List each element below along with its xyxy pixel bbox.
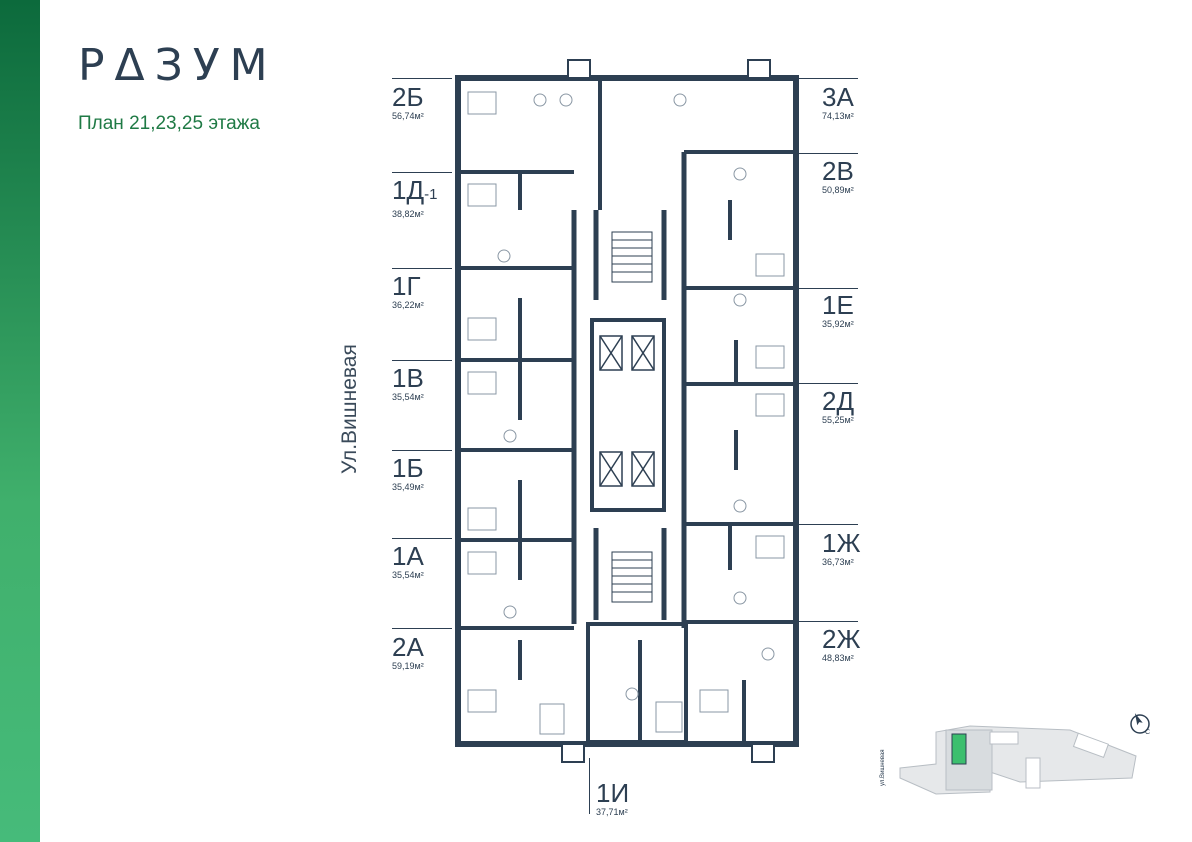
apartment-1g[interactable]: 1Г 36,22м²: [392, 273, 424, 311]
label-divider: [392, 628, 452, 629]
apartment-1d-1[interactable]: 1Д-1 38,82м²: [392, 177, 437, 220]
balcony-bottom-right: [751, 743, 775, 763]
label-divider: [392, 78, 452, 79]
apartment-area: 59,19м²: [392, 661, 424, 671]
apartment-area: 38,82м²: [392, 209, 424, 219]
label-divider: [392, 450, 452, 451]
label-divider: [392, 538, 452, 539]
label-divider: [392, 172, 452, 173]
apartment-code: 1А: [392, 541, 424, 571]
balcony-bottom-left: [561, 743, 585, 763]
apartment-area: 35,92м²: [822, 319, 854, 329]
apartment-code: 1В: [392, 363, 424, 393]
compass-icon: С: [1130, 713, 1150, 736]
apartment-code: 1Ж: [822, 528, 861, 558]
apartment-1v[interactable]: 1В 35,54м²: [392, 365, 424, 403]
elevator-4: [631, 451, 655, 487]
site-minimap: ул.Вишневая: [880, 725, 1137, 795]
label-divider: [392, 268, 452, 269]
apartment-area: 35,49м²: [392, 482, 424, 492]
apartment-code: 1Г: [392, 271, 421, 301]
apartment-1i[interactable]: 1И 37,71м²: [596, 780, 629, 818]
current-building-highlight: [951, 733, 967, 765]
elevator-2: [631, 335, 655, 371]
balcony-top-left: [567, 59, 591, 79]
apartment-1e[interactable]: 1Е 35,92м²: [822, 292, 854, 330]
apartment-area: 48,83м²: [822, 653, 854, 663]
apartment-area: 74,13м²: [822, 111, 854, 121]
staircase-top: [611, 231, 653, 283]
elevator-3: [599, 451, 623, 487]
brand-logo: РΔЗУМ: [78, 40, 278, 91]
label-divider: [798, 621, 858, 622]
apartment-area: 56,74м²: [392, 111, 424, 121]
apartment-3a[interactable]: 3А 74,13м²: [822, 84, 854, 122]
apartment-code: 2Б: [392, 82, 424, 112]
apartment-area: 36,22м²: [392, 300, 424, 310]
apartment-code: 2А: [392, 632, 424, 662]
apartment-1a[interactable]: 1А 35,54м²: [392, 543, 424, 581]
brand-sidebar-stripe: [0, 0, 40, 842]
label-divider: [798, 288, 858, 289]
apartment-area: 35,54м²: [392, 392, 424, 402]
apartment-1zh[interactable]: 1Ж 36,73м²: [822, 530, 860, 568]
label-divider: [798, 524, 858, 525]
apartment-area: 37,71м²: [596, 807, 628, 817]
apartment-area: 55,25м²: [822, 415, 854, 425]
apartment-2zh[interactable]: 2Ж 48,83м²: [822, 626, 860, 664]
label-divider: [589, 758, 590, 814]
apartment-code-suffix: -1: [424, 186, 438, 203]
apartment-code: 1И: [596, 778, 630, 808]
apartment-code: 2В: [822, 156, 854, 186]
apartment-code: 1Б: [392, 453, 424, 483]
elevator-1: [599, 335, 623, 371]
apartment-code: 3А: [822, 82, 854, 112]
apartment-2v[interactable]: 2В 50,89м²: [822, 158, 854, 196]
staircase-bottom: [611, 551, 653, 603]
apartment-code: 2Д: [822, 386, 855, 416]
label-divider: [392, 360, 452, 361]
apartment-2d[interactable]: 2Д 55,25м²: [822, 388, 854, 426]
apartment-2b[interactable]: 2Б 56,74м²: [392, 84, 424, 122]
apartment-2a[interactable]: 2А 59,19м²: [392, 634, 424, 672]
balcony-top-right: [747, 59, 771, 79]
page-title: План 21,23,25 этажа: [78, 113, 260, 134]
minimap-street-label: ул.Вишневая: [880, 749, 886, 786]
apartment-code: 1Е: [822, 290, 854, 320]
apartment-area: 36,73м²: [822, 557, 854, 567]
building-outline: [455, 75, 799, 747]
label-divider: [798, 78, 858, 79]
compass-north-label: С: [1145, 729, 1150, 736]
apartment-code: 2Ж: [822, 624, 861, 654]
label-divider: [798, 383, 858, 384]
label-divider: [798, 153, 858, 154]
apartment-area: 50,89м²: [822, 185, 854, 195]
apartment-code: 1Д: [392, 175, 425, 205]
apartment-area: 35,54м²: [392, 570, 424, 580]
apartment-1b[interactable]: 1Б 35,49м²: [392, 455, 424, 493]
